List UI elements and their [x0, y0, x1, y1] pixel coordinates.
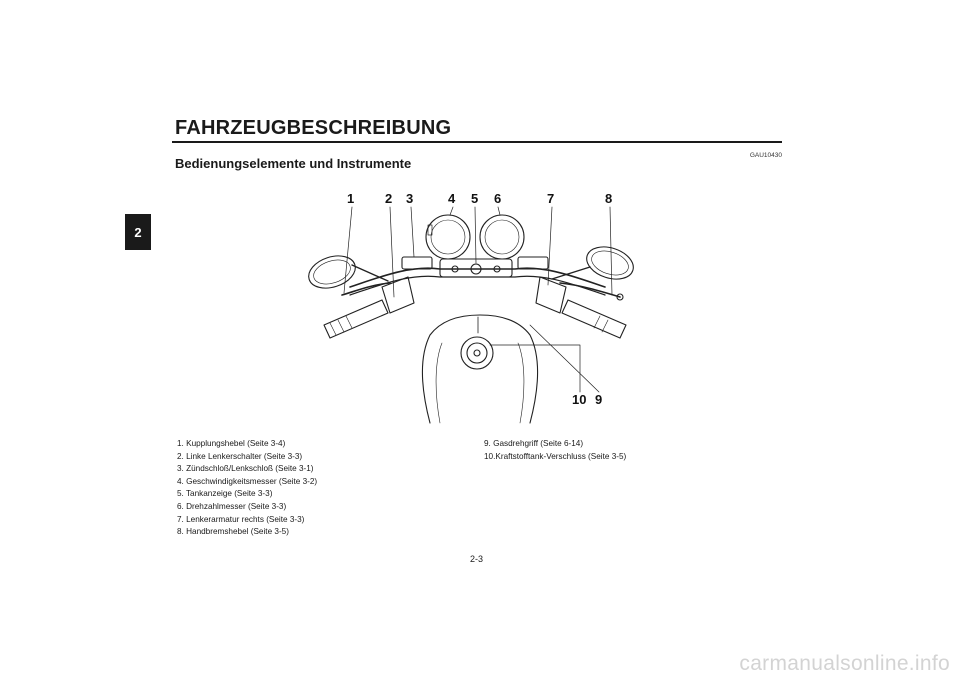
callout-6: 6 [494, 191, 501, 206]
callout-10: 10 [572, 392, 586, 407]
mirrors-drawing [308, 246, 634, 289]
legend-item: 4. Geschwindigkeitsmesser (Seite 3-2) [177, 476, 318, 486]
legend-item: 3. Zündschloß/Lenkschloß (Seite 3-1) [177, 464, 314, 474]
legend-item: 10.Kraftstofftank-Verschluss (Seite 3-5) [484, 451, 627, 461]
legend-item: 9. Gasdrehgriff (Seite 6-14) [484, 439, 584, 448]
callout-1: 1 [347, 191, 354, 206]
legend-item: 2. Linke Lenkerschalter (Seite 3-3) [177, 451, 303, 461]
legend-item: 6. Drehzahlmesser (Seite 3-3) [177, 501, 287, 511]
title-rule [172, 141, 782, 143]
handlebar-drawing [323, 267, 627, 339]
callout-4: 4 [448, 191, 456, 206]
callout-7: 7 [547, 191, 554, 206]
legend-right-column: 9. Gasdrehgriff (Seite 6-14) 10.Kraftsto… [484, 438, 784, 463]
callout-8: 8 [605, 191, 612, 206]
legend-left-column: 1. Kupplungshebel (Seite 3-4) 2. Linke L… [177, 438, 457, 539]
page-number: 2-3 [470, 554, 484, 564]
section-title: Bedienungselemente und Instrumente [175, 156, 412, 171]
fuel-tank-drawing [421, 314, 539, 424]
watermark: carmanualsonline.info [739, 652, 950, 675]
legend-item: 5. Tankanzeige (Seite 3-3) [177, 489, 273, 499]
leader-lines [343, 206, 613, 393]
callout-5: 5 [471, 191, 478, 206]
legend-item: 7. Lenkerarmatur rechts (Seite 3-3) [177, 514, 305, 524]
legend-item: 1. Kupplungshebel (Seite 3-4) [177, 439, 286, 448]
chapter-tab: 2 [125, 214, 151, 250]
callout-3: 3 [406, 191, 413, 206]
page-title: FAHRZEUGBESCHREIBUNG [175, 117, 452, 139]
callout-numbers: 1 2 3 4 5 6 7 8 10 9 [347, 191, 612, 407]
callout-2: 2 [385, 191, 392, 206]
callout-9: 9 [595, 392, 602, 407]
handlebar-illustration: 1 2 3 4 5 6 7 8 10 9 [290, 185, 660, 425]
section-code: GAU10430 [749, 152, 782, 159]
instrument-cluster-drawing [401, 214, 549, 278]
legend-item: 8. Handbremshebel (Seite 3-5) [177, 527, 289, 537]
